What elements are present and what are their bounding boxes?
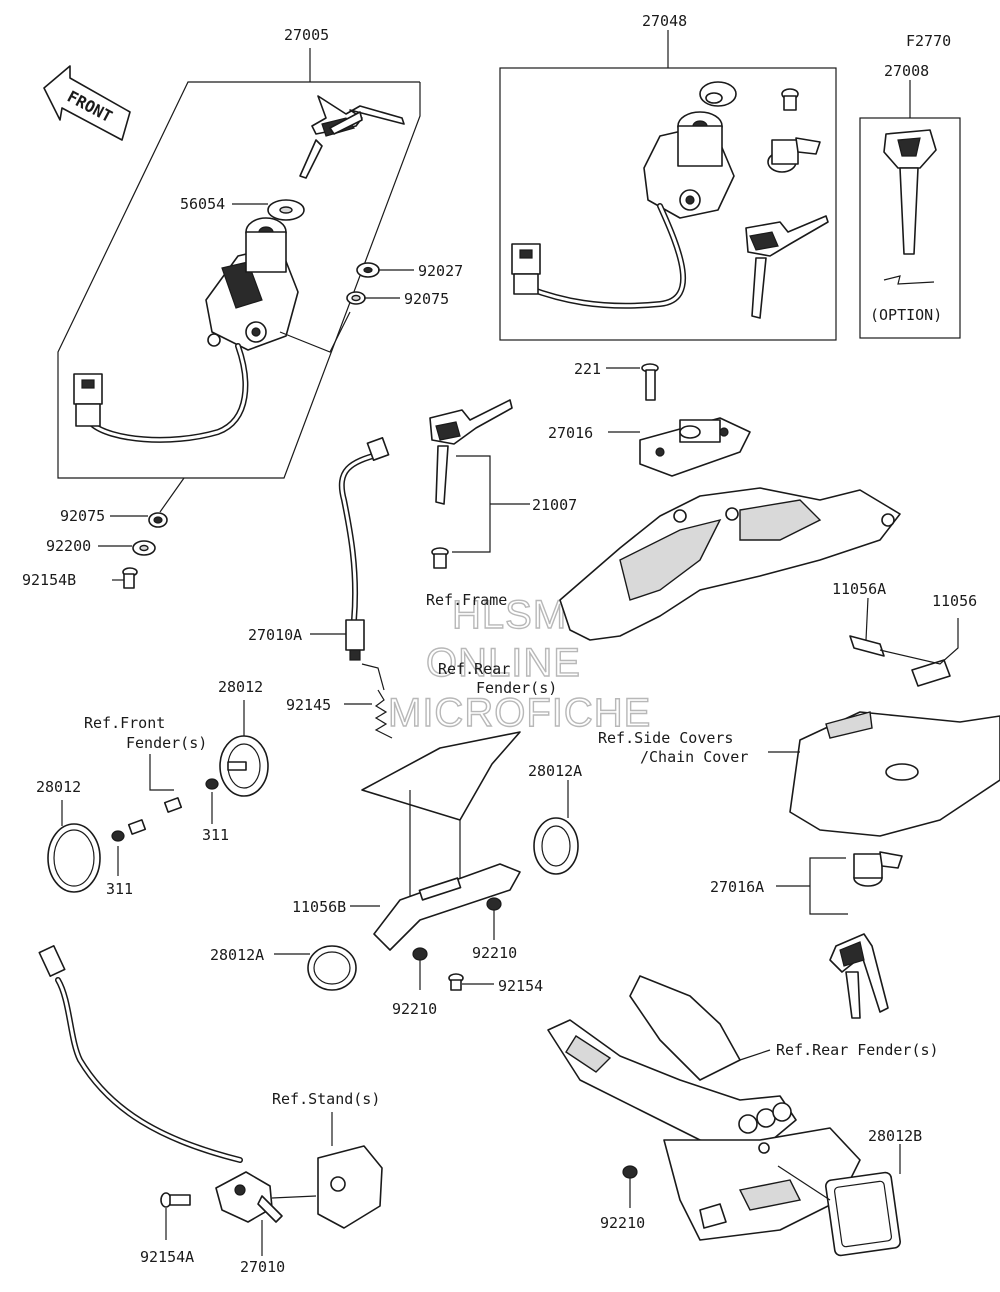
rear-fender-icon [547, 975, 861, 1241]
bolt-92154a [160, 1192, 191, 1240]
label-28012-top: 28012 [218, 678, 263, 696]
reflector-28012-left [47, 800, 101, 893]
label-221: 221 [574, 360, 601, 378]
screw-icon-2 [431, 547, 449, 569]
label-92075-upper: 92075 [404, 290, 449, 308]
seat-lock-bracket-27016 [606, 363, 751, 477]
label-11056a: 11056A [832, 580, 886, 598]
seat-lock-27016a [776, 851, 903, 1019]
label-ref-stand: Ref.Stand(s) [272, 1090, 380, 1108]
svg-text:MICROFICHE: MICROFICHE [388, 691, 651, 735]
label-311a: 311 [202, 826, 229, 844]
nut-92210-a [486, 897, 502, 911]
label-92145: 92145 [286, 696, 331, 714]
reflector-28012b [777, 1144, 901, 1257]
front-reflector-mount [111, 754, 219, 876]
label-92027: 92027 [418, 262, 463, 280]
front-arrow-icon: FRONT [43, 65, 131, 141]
label-27008: 27008 [884, 62, 929, 80]
label-92154b: 92154B [22, 571, 76, 589]
watermark: HLSM ONLINE MICROFICHE [387, 592, 651, 735]
ignition-switch-group-27005 [57, 48, 421, 479]
key-set-icon-2 [745, 215, 829, 319]
connector-icon-2 [511, 243, 541, 295]
screw-icon [781, 88, 799, 111]
cable-27010a [310, 437, 390, 691]
label-28012b: 28012B [868, 1127, 922, 1145]
label-28012a-right: 28012A [528, 762, 582, 780]
label-28012-left: 28012 [36, 778, 81, 796]
label-27005: 27005 [284, 26, 329, 44]
label-27010: 27010 [240, 1258, 285, 1276]
label-92154: 92154 [498, 977, 543, 995]
label-11056: 11056 [932, 592, 977, 610]
label-ref-rear-2: Fender(s) [476, 679, 557, 697]
label-ref-frame: Ref.Frame [426, 591, 507, 609]
bolt-icon [122, 567, 138, 589]
reflector-28012a-left [274, 945, 357, 991]
connector-icon [73, 373, 103, 427]
label-11056b: 11056B [292, 898, 346, 916]
label-ref-rear-fender: Ref.Rear Fender(s) [776, 1041, 939, 1059]
option-key-27008 [859, 80, 961, 339]
ignition-switch-set-27048 [499, 30, 837, 341]
label-ref-rear-1: Ref.Rear [438, 660, 510, 678]
key-set-icon [299, 95, 405, 179]
label-ref-side-2: /Chain Cover [640, 748, 748, 766]
label-27016: 27016 [548, 424, 593, 442]
label-option: (OPTION) [870, 306, 942, 324]
diagram-code: F2770 [906, 32, 951, 50]
ignition-cylinder-icon-2 [643, 111, 735, 219]
label-21007: 21007 [532, 496, 577, 514]
nut-92210-c [622, 1165, 638, 1179]
label-ref-front-1: Ref.Front [84, 714, 165, 732]
label-92154a: 92154A [140, 1248, 194, 1266]
label-92200: 92200 [46, 537, 91, 555]
svg-text:ONLINE: ONLINE [426, 641, 581, 685]
label-92210-b: 92210 [392, 1000, 437, 1018]
key-21007 [429, 399, 530, 569]
label-ref-side-1: Ref.Side Covers [598, 729, 733, 747]
label-56054: 56054 [180, 195, 225, 213]
label-92210-a: 92210 [472, 944, 517, 962]
label-92075-lower: 92075 [60, 507, 105, 525]
nut-92210-b [412, 947, 428, 961]
lower-fasteners-left [98, 477, 185, 589]
side-cover-icon [789, 711, 1000, 837]
seat-lock-cylinder-icon [767, 137, 821, 173]
ignition-cylinder-icon [205, 217, 299, 351]
side-stand-switch-27010 [38, 945, 383, 1256]
label-92210-c: 92210 [600, 1214, 645, 1232]
spring-92145 [344, 689, 393, 739]
label-28012a-left: 28012A [210, 946, 264, 964]
label-27048: 27048 [642, 12, 687, 30]
frame-icon [559, 487, 901, 641]
bolt-92154 [448, 973, 494, 991]
license-bracket-icon [361, 731, 521, 951]
label-27016a: 27016A [710, 878, 764, 896]
bracket-11056-set [849, 597, 959, 687]
reflector-28012a-right [533, 780, 579, 875]
label-27010a: 27010A [248, 626, 302, 644]
label-ref-front-2: Fender(s) [126, 734, 207, 752]
reflector-28012-top [219, 700, 269, 797]
label-311b: 311 [106, 880, 133, 898]
svg-text:HLSM: HLSM [452, 593, 567, 637]
